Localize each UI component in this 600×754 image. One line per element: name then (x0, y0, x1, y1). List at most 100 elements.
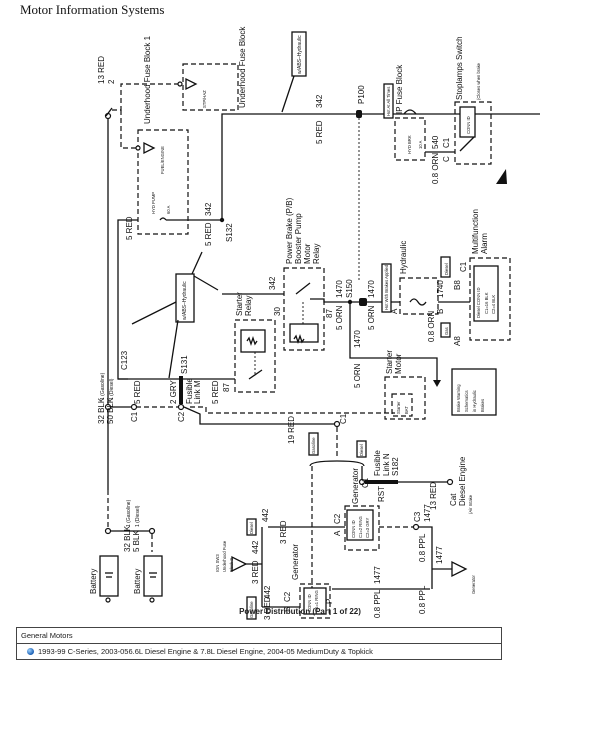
label-diesel-note: 1 (Diesel) (109, 378, 115, 400)
label-5-orn-c: 5 ORN (353, 363, 362, 388)
label-alarm-conn: Diesel CONN ID (476, 288, 481, 318)
label-gen-conn-a-3: C2=3 GRY (365, 518, 370, 538)
label-starter-relay-2: Relay (244, 296, 253, 316)
splice-connector (359, 298, 367, 306)
label-hot-with-brakes: Hot With Brakes Applied (384, 264, 389, 310)
terminal-c2 (177, 403, 185, 411)
diesel-tag-gen (246, 518, 257, 536)
label-gen-fuse: Generator (471, 575, 476, 594)
ip-fuse-block-box (394, 117, 426, 161)
vehicle-info-table: General Motors 1993-99 C-Series, 2003-05… (16, 627, 502, 660)
label-2: 2 (107, 79, 116, 84)
info-row-manufacturer: General Motors (16, 627, 502, 644)
circuit-breaker-symbol (403, 109, 417, 115)
hot-at-all-times-tag (383, 83, 394, 119)
label-442-ign: 442 (251, 540, 260, 554)
label-10a: 10 A (418, 140, 423, 149)
label-5-red-b: 5 RED (204, 222, 213, 246)
pb-booster-relay-box (283, 267, 325, 351)
terminal-battery-1 (104, 527, 112, 535)
terminal-gen-c1 (358, 478, 366, 486)
label-19-red: 19 RED (287, 416, 296, 444)
label-pb-relay: Power Brake (P/B) (285, 197, 294, 264)
label-gas-alarm: Gas (444, 327, 449, 335)
multifunction-alarm-box (469, 257, 511, 341)
label-5-blk-bat: 5 BLK (132, 530, 141, 552)
label-08-orn-b: 0.8 ORN (427, 311, 436, 342)
label-starter-relay: Starter (235, 292, 244, 316)
relay-out (310, 298, 350, 303)
underhood-fuse-block-1-box (137, 129, 189, 235)
label-generator-b: Generator (291, 544, 300, 580)
generator-box-a (344, 505, 380, 551)
wiring-diagram: 13 RED 2 Underhood Fuse Block 1 Underhoo… (89, 24, 540, 620)
generator-conn-b (303, 587, 327, 615)
label-c2-gas: C2 (283, 591, 292, 602)
stoplamps-switch-box (454, 101, 492, 165)
wabs-arrow (193, 275, 219, 291)
label-342-relay: 342 (268, 276, 277, 290)
label-s150: S150 (345, 279, 354, 298)
label-diesel-engine: Diesel Engine (458, 456, 467, 506)
label-442-diesel: 442 (261, 508, 270, 522)
label-brake-warning-2: Schematics (464, 390, 469, 412)
page-header-title: Motor Information Systems (20, 2, 165, 17)
terminal-battery-2 (148, 527, 156, 535)
label-battery-1: Battery (89, 569, 98, 594)
dashed-starter-link (190, 406, 395, 414)
label-diesel-bat: 1 (Diesel) (135, 505, 141, 527)
wire-342-up (221, 113, 540, 220)
label-brake-warning-4: Brakes (480, 399, 485, 412)
manufacturer-cell: General Motors (16, 627, 502, 644)
model-line-link[interactable]: 1993-99 C-Series, 2003-056.6L Diesel Eng… (38, 647, 373, 656)
label-pb-relay-4: Relay (312, 244, 321, 264)
label-stoplamps-note: (Closes when brake (476, 62, 481, 100)
label-generator: Generator (351, 468, 360, 504)
label-2-gry: 2 GRY (169, 379, 178, 404)
starter-motor-box (384, 376, 426, 420)
label-fusible-link-m: Fusible (185, 378, 194, 404)
label-underhood-fuse-1: Underhood Fuse Block 1 (143, 35, 152, 124)
starter-relay-contact (248, 369, 263, 380)
label-08-ppl-b: 0.8 PPL (418, 585, 427, 614)
label-5-orn-a: 5 ORN (335, 305, 344, 330)
label-p: P (325, 599, 334, 604)
label-gen-conn-b-2: C1=1 RING (314, 590, 319, 612)
label-stoplamps-switch: Stoplamps Switch (455, 36, 464, 100)
gen-fuse-triangle-icon (451, 560, 468, 578)
label-pb-relay-3: Motor (303, 243, 312, 264)
diesel-tag (356, 440, 367, 458)
label-wabs-top: w/ABS–Hydraulic (297, 35, 303, 74)
label-c3: C3 (413, 511, 422, 522)
alarm-conn-box (473, 265, 499, 322)
label-fuse-block-2-note: STP/HAZ (202, 90, 207, 108)
label-starter-solenoid: Starter (396, 401, 401, 414)
label-c1-gen: C1 (339, 413, 348, 424)
label-50-blk: 50 BLK (106, 397, 115, 424)
label-pb-relay-2: Booster Pump (294, 213, 303, 264)
label-3-red-diesel: 3 RED (279, 520, 288, 544)
splice-p100 (356, 110, 362, 118)
stoplamp-contact (459, 136, 475, 152)
label-1470-c: 1470 (353, 330, 362, 348)
label-battery-2: Battery (133, 569, 142, 594)
label-c1-alarm: C1 (459, 261, 468, 272)
label-ign-sw3-2: Underhood Fuse (222, 540, 227, 572)
label-13-red: 13 RED (97, 56, 106, 84)
labels: 13 RED 2 Underhood Fuse Block 1 Underhoo… (89, 24, 496, 620)
label-c1-left: C1 (130, 411, 139, 422)
label-air-intake: (Air Intake (468, 494, 473, 514)
model-cell[interactable]: 1993-99 C-Series, 2003-056.6L Diesel Eng… (16, 643, 502, 660)
label-32-blk-bat: 32 BLK (123, 525, 132, 552)
fuse-block-link (112, 83, 180, 111)
label-fusible-link-n: Fusible (373, 450, 382, 476)
terminal-c3 (412, 523, 420, 531)
label-540: 540 (431, 135, 440, 149)
label-p100: P100 (357, 85, 366, 104)
label-bat: BAT (404, 406, 409, 414)
wabs-arrow (191, 251, 203, 275)
label-gasoline-note: 1 (Gasoline) (100, 372, 106, 400)
switch-contact (105, 107, 113, 117)
label-08-ppl-a: 0.8 PPL (418, 533, 427, 562)
starter-relay-coil (240, 329, 266, 353)
